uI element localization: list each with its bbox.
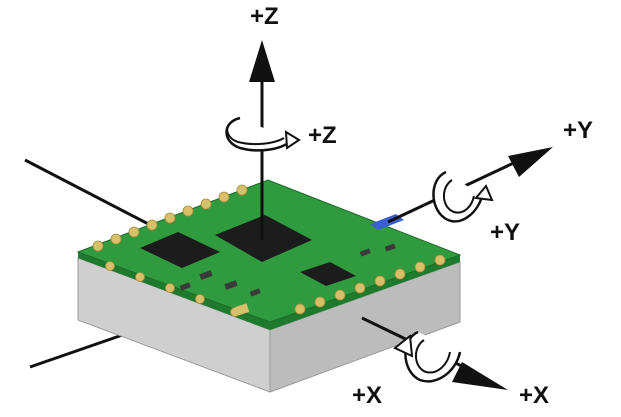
x-rotation-arrow-icon <box>393 330 462 383</box>
x-axis-label: +X <box>519 382 549 409</box>
small-components <box>179 243 396 297</box>
z-rotation-arrow-icon <box>225 116 301 152</box>
pads-upper-left <box>92 184 248 252</box>
chip-right <box>300 262 356 286</box>
sensor-module <box>76 179 462 393</box>
y-axis-label: +Y <box>563 117 593 144</box>
gold-pad-square <box>235 303 250 316</box>
y-axis-arrowhead <box>508 147 553 177</box>
chip-left <box>140 232 220 268</box>
y-axis-negative-line <box>24 158 161 232</box>
y-rotation-label: +Y <box>490 219 520 246</box>
z-axis-arrowhead <box>249 40 275 82</box>
x-axis-arrowhead <box>452 362 508 390</box>
pads-lower-left <box>105 261 240 317</box>
pads-lower-right <box>294 254 446 315</box>
y-rotation-arrow-icon <box>432 170 494 223</box>
z-axis-label: +Z <box>250 3 279 30</box>
z-rotation-label: +Z <box>308 122 337 149</box>
x-rotation-label: +X <box>352 382 382 409</box>
